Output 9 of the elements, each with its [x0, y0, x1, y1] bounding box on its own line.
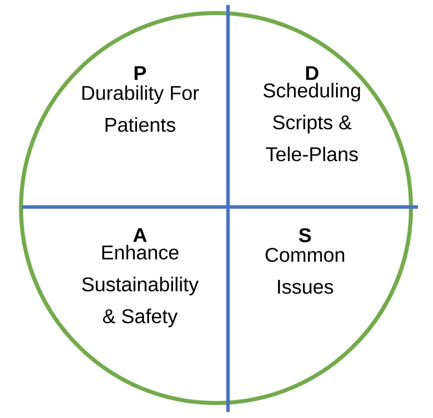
quadrant-text: Scheduling Scripts & Tele-Plans — [264, 82, 360, 162]
quadrant-text: Durability For Patients — [82, 85, 199, 132]
quadrant-letter: A — [133, 228, 147, 242]
quadrant-text: Enhance Sustainability & Safety — [82, 244, 199, 328]
quadrant-letter: S — [298, 228, 311, 242]
circle-outline — [19, 11, 413, 405]
quadrant-letter: D — [306, 66, 318, 80]
quadrant-letter: P — [134, 66, 146, 80]
quadrant-text: Common Issues — [266, 248, 344, 294]
